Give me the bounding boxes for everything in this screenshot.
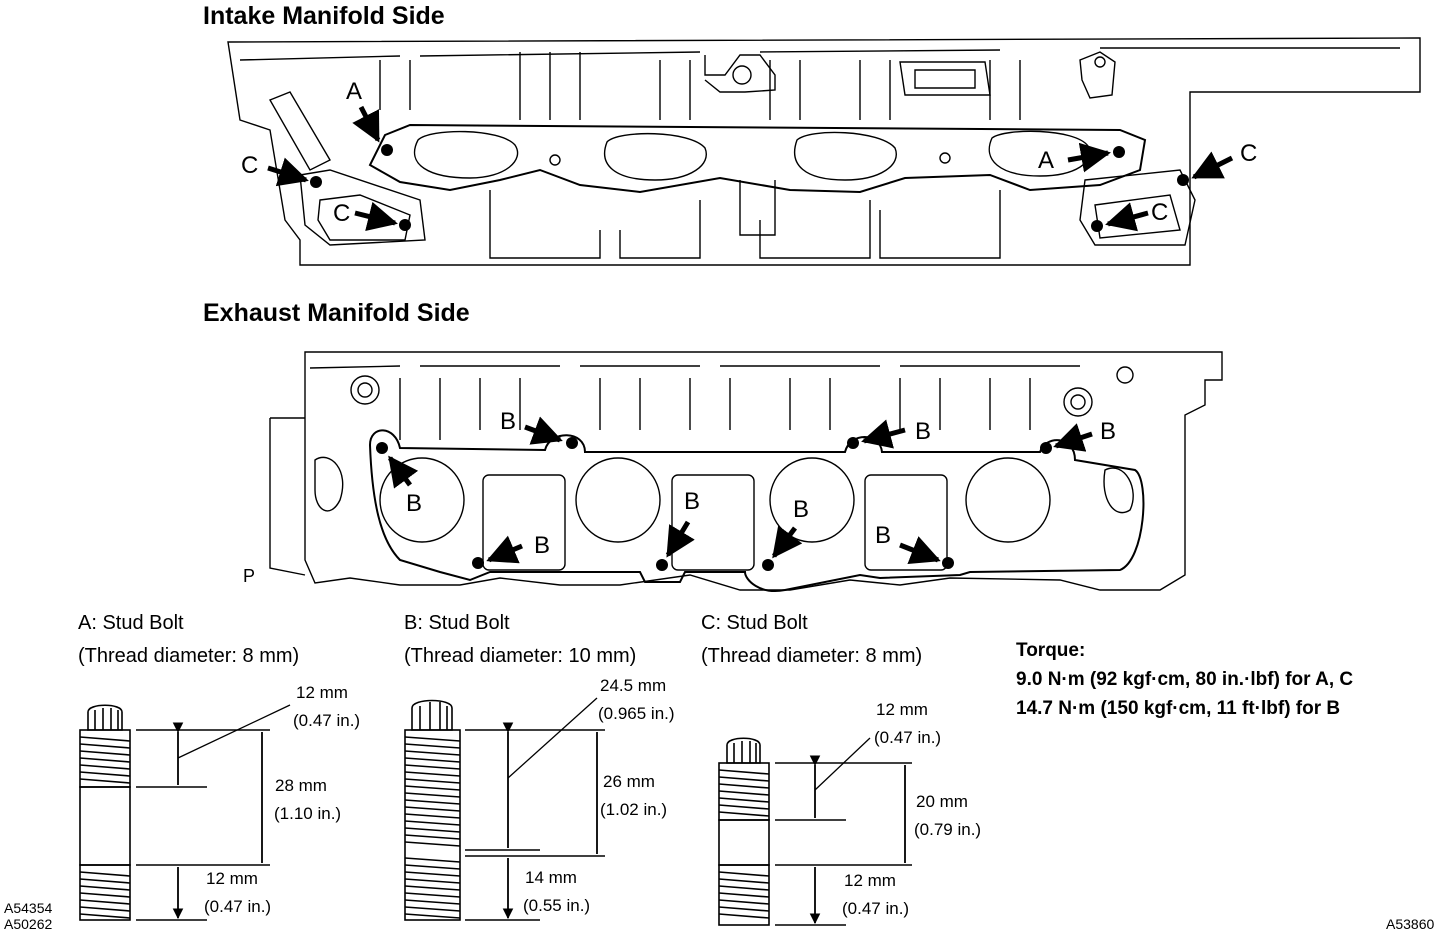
label-b-2: B [500, 408, 517, 435]
stud-hole-b-1 [376, 442, 388, 454]
bolt-c-bottom-mm: 12 mm [844, 871, 896, 890]
stud-bolt-b-drawing [404, 697, 605, 920]
bolt-a-total-mm: 28 mm [275, 776, 327, 795]
torque-spec-a-c: 9.0 N·m (92 kgf·cm, 80 in.·lbf) for A, C [1016, 669, 1354, 690]
torque-label: Torque: [1016, 640, 1086, 661]
torque-spec-b: 14.7 N·m (150 kgf·cm, 11 ft·lbf) for B [1016, 698, 1341, 719]
exhaust-cylinder-head [269, 351, 1223, 592]
label-b-3: B [915, 418, 932, 445]
bolt-a-total-in: (1.10 in.) [274, 804, 342, 823]
bolt-a-thread: (Thread diameter: 8 mm) [78, 645, 300, 667]
label-a-left: A [346, 78, 363, 105]
bolt-b-total-in: (1.02 in.) [600, 800, 668, 819]
label-b-8: B [875, 522, 892, 549]
stud-bolt-c-drawing [718, 737, 912, 925]
stud-hole-b-5 [472, 557, 484, 569]
bolt-c-top-in: (0.47 in.) [874, 728, 942, 747]
intake-side-heading: Intake Manifold Side [203, 2, 445, 30]
stud-hole-b-2 [566, 437, 578, 449]
label-c-right-lower: C [1151, 199, 1169, 226]
bolt-a-title: A: Stud Bolt [78, 612, 184, 634]
label-p: P [243, 566, 256, 586]
stud-hole-b-4 [1040, 442, 1052, 454]
bolt-b-top-in: (0.965 in.) [598, 704, 675, 723]
label-b-7: B [793, 496, 810, 523]
bolt-b-thread: (Thread diameter: 10 mm) [404, 645, 637, 667]
stud-hole-b-6 [656, 559, 668, 571]
label-c-right-upper: C [1240, 140, 1258, 167]
bolt-b-bottom-mm: 14 mm [525, 868, 577, 887]
figure-code-right: A53860 [1386, 916, 1435, 932]
bolt-a-bottom-mm: 12 mm [206, 869, 258, 888]
stud-hole-c-left-upper [310, 176, 322, 188]
label-c-left-upper: C [241, 152, 259, 179]
exhaust-leader-arrows [387, 416, 1093, 565]
label-b-6: B [684, 488, 701, 515]
exhaust-side-heading: Exhaust Manifold Side [203, 299, 470, 327]
bolt-a-bottom-in: (0.47 in.) [204, 897, 272, 916]
stud-hole-c-right-upper [1177, 174, 1189, 186]
stud-hole-a-right [1113, 146, 1125, 158]
label-a-right: A [1038, 147, 1055, 174]
bolt-b-bottom-in: (0.55 in.) [523, 896, 591, 915]
bolt-b-title: B: Stud Bolt [404, 612, 510, 634]
bolt-b-top-mm: 24.5 mm [600, 676, 667, 695]
stud-hole-c-left-lower [399, 219, 411, 231]
bolt-c-total-mm: 20 mm [916, 792, 968, 811]
label-b-1: B [406, 490, 423, 517]
figure-code-left-1: A54354 [4, 900, 53, 916]
bolt-a-top-in: (0.47 in.) [293, 711, 361, 730]
intake-cylinder-head [227, 37, 1421, 266]
exhaust-bolt-holes [376, 437, 1052, 571]
bolt-c-total-in: (0.79 in.) [914, 820, 982, 839]
stud-bolt-a-drawing [79, 704, 291, 920]
label-c-left-lower: C [333, 200, 351, 227]
stud-hole-a-left [381, 144, 393, 156]
bolt-c-thread: (Thread diameter: 8 mm) [701, 645, 923, 667]
bolt-c-top-mm: 12 mm [876, 700, 928, 719]
stud-hole-c-right-lower [1091, 220, 1103, 232]
stud-hole-b-8 [942, 557, 954, 569]
stud-hole-b-7 [762, 559, 774, 571]
bolt-b-total-mm: 26 mm [603, 772, 655, 791]
bolt-a-top-mm: 12 mm [296, 683, 348, 702]
stud-hole-b-3 [847, 437, 859, 449]
label-b-4: B [1100, 418, 1117, 445]
intake-bolt-holes [310, 144, 1189, 232]
label-b-5: B [534, 532, 551, 559]
bolt-c-bottom-in: (0.47 in.) [842, 899, 910, 918]
figure-code-left-2: A50262 [4, 916, 53, 932]
intake-leader-arrows [267, 105, 1234, 232]
bolt-c-title: C: Stud Bolt [701, 612, 808, 634]
